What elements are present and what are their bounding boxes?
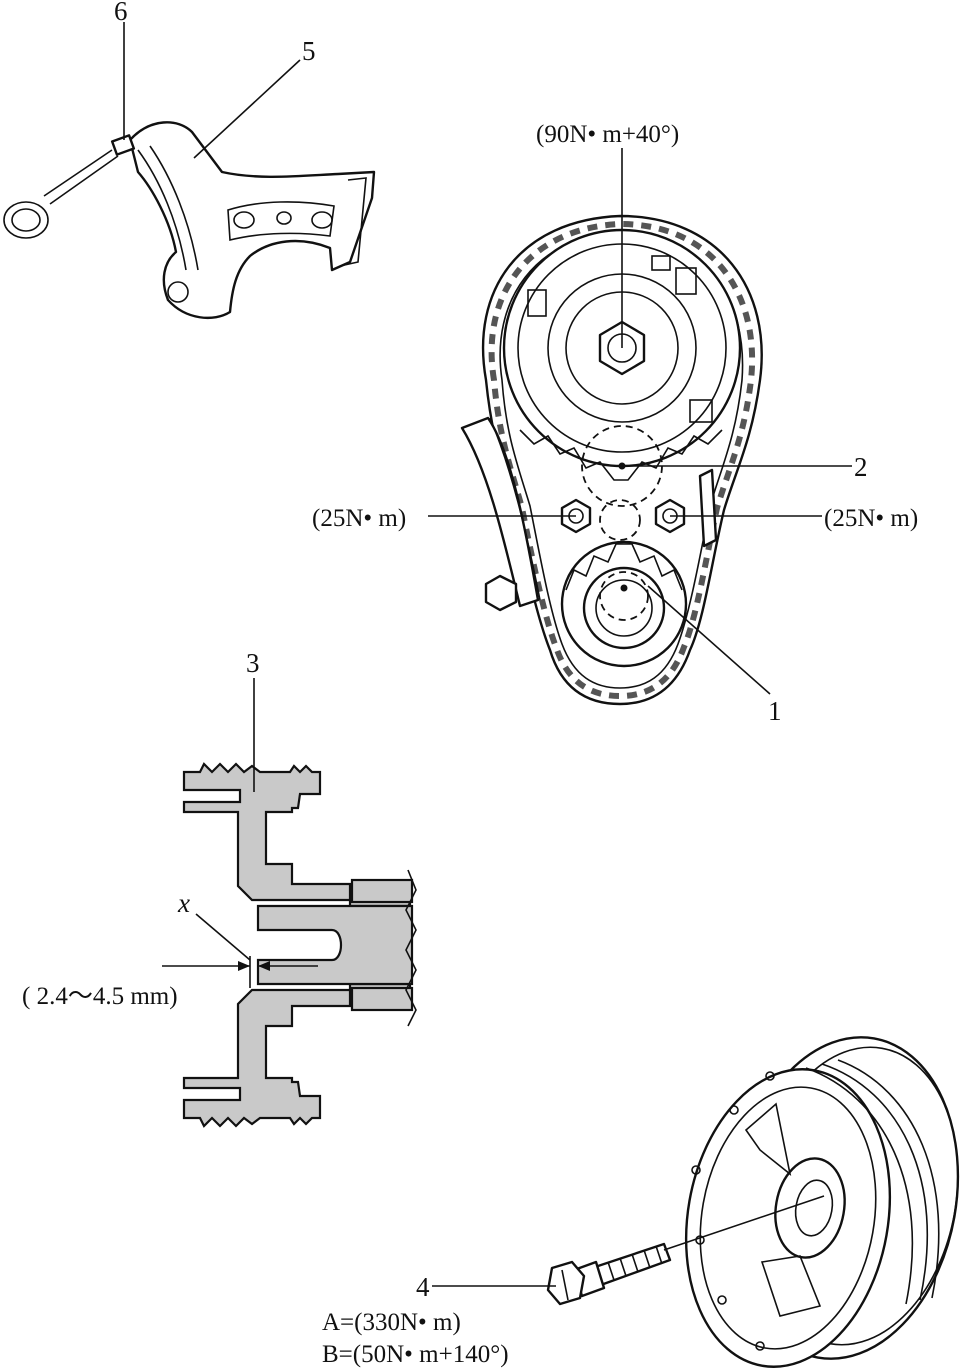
callout-6: 6 xyxy=(114,0,128,26)
torque-guide-bolt-left: (25N• m) xyxy=(312,505,406,532)
labels: 6 5 (90N• m+40°) 2 (25N• m) (25N• m) 1 3… xyxy=(22,0,918,1368)
dimension-x-range: ( 2.4～4.5 mm) xyxy=(22,983,178,1010)
leader-lines xyxy=(123,22,852,1287)
torque-guide-bolt-right: (25N• m) xyxy=(824,505,918,532)
torque-camshaft-bolt: (90N• m+40°) xyxy=(536,121,679,148)
callout-4: 4 xyxy=(416,1272,430,1302)
torque-crank-bolt-b: B=(50N• m+140°) xyxy=(322,1341,509,1368)
callout-1: 1 xyxy=(768,696,782,726)
section-view-illustration xyxy=(162,762,417,1128)
torque-crank-bolt-a: A=(330N• m) xyxy=(322,1309,461,1336)
chain-drive-illustration xyxy=(460,214,763,706)
callout-2: 2 xyxy=(854,452,868,482)
callout-3: 3 xyxy=(246,648,260,678)
chain-tensioner-illustration xyxy=(3,121,376,319)
callout-5: 5 xyxy=(302,36,316,66)
crank-pulley-illustration xyxy=(546,1036,960,1368)
dimension-x-symbol: x xyxy=(177,888,190,918)
